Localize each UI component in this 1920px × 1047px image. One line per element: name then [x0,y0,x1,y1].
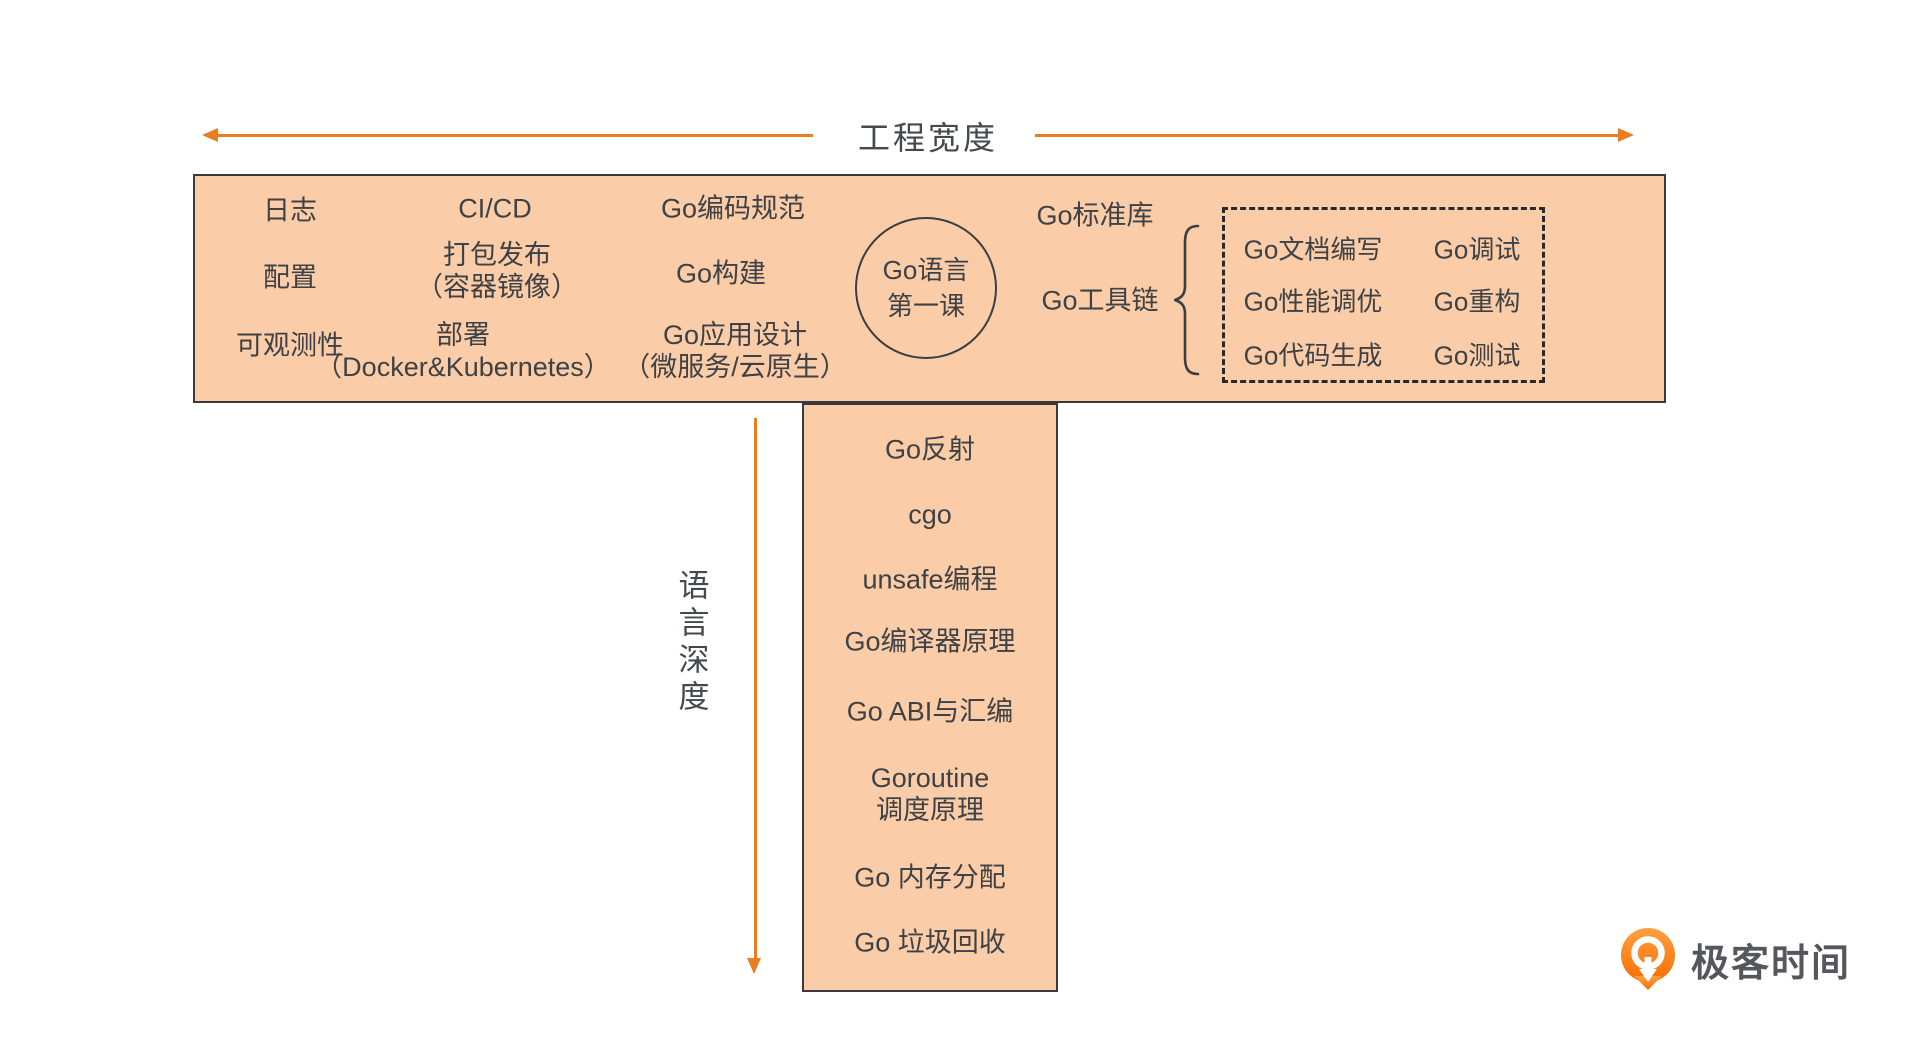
breadth-arrow-right-line [1035,134,1619,137]
depth-axis-title: 语言深度 [673,569,709,717]
toolbox-item-debug: Go调试 [1433,234,1521,265]
toolbox-item-test: Go测试 [1433,340,1521,371]
band-item-cicd: CI/CD [458,193,532,224]
geektime-logo-text: 极客时间 [1691,942,1852,985]
toolbox-item-perf: Go性能调优 [1243,286,1383,317]
band-item-observability: 可观测性 [236,330,344,361]
depth-item-unsafe: unsafe编程 [862,564,998,595]
depth-band [802,403,1058,992]
depth-item-gc: Go 垃圾回收 [854,927,1006,958]
depth-item-cgo: cgo [908,499,952,530]
depth-item-reflection: Go反射 [884,434,976,465]
toolchain-box [1222,207,1545,383]
breadth-arrow-left-icon [202,128,218,142]
geektime-logo-icon [1621,928,1675,990]
band-item-deployment: 部署（Docker&Kubernetes） [315,320,611,382]
toolbox-item-refactor: Go重构 [1433,286,1521,317]
depth-item-memory-alloc: Go 内存分配 [854,862,1006,893]
depth-arrow-down-icon [747,958,761,974]
depth-item-compiler: Go编译器原理 [844,626,1016,657]
toolbox-item-codegen: Go代码生成 [1243,340,1383,371]
band-item-app-design: Go应用设计（微服务/云原生） [623,320,847,382]
course-circle-line2: 第一课 [886,291,965,321]
breadth-arrow-left-line [216,134,813,137]
band-item-stdlib: Go标准库 [1036,200,1154,231]
band-item-logging: 日志 [263,195,317,226]
band-item-toolchain: Go工具链 [1041,285,1159,316]
band-item-build: Go构建 [675,258,767,289]
course-circle-line1: Go语言 [882,255,970,285]
toolchain-brace-icon [1174,224,1200,376]
course-circle: Go语言 第一课 [855,217,997,359]
band-item-coding-standards: Go编码规范 [660,193,806,224]
breadth-axis-title: 工程宽度 [857,120,999,156]
breadth-arrow-right-icon [1618,128,1634,142]
depth-item-abi-assembly: Go ABI与汇编 [846,696,1014,727]
band-item-config: 配置 [263,262,317,293]
depth-arrow-line [754,418,757,960]
geektime-logo: 极客时间 [1619,927,1851,991]
band-item-packaging: 打包发布（容器镜像） [416,240,578,302]
toolbox-item-doc: Go文档编写 [1243,234,1383,265]
